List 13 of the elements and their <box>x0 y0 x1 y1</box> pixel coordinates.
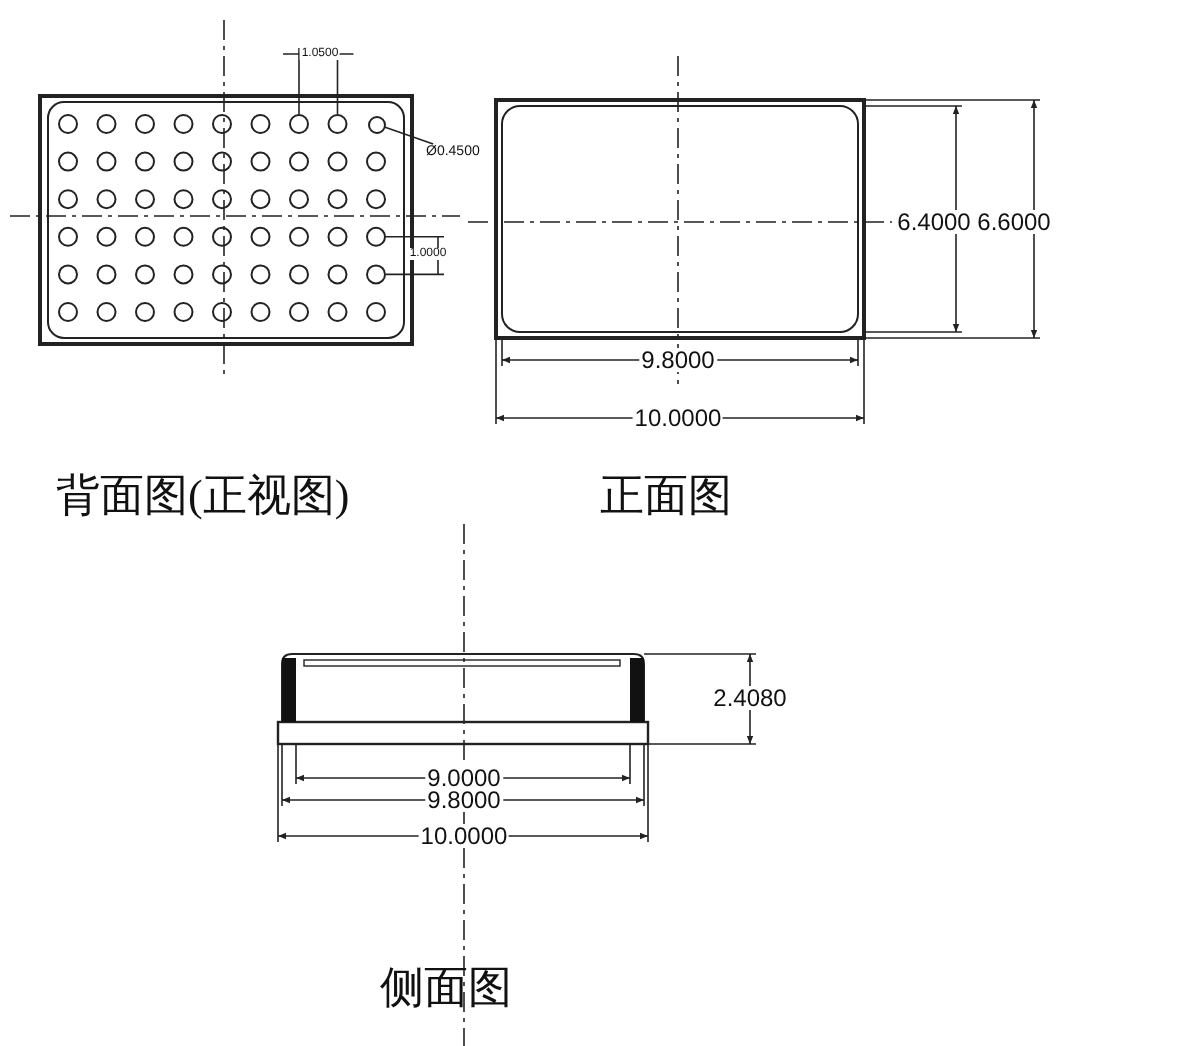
view-title: 正面图 <box>600 472 732 521</box>
dimension-value: 9.8000 <box>639 348 717 372</box>
dimension-value: 10.0000 <box>418 824 510 848</box>
dimension-value: 6.4000 <box>895 210 973 234</box>
dimension-value: 6.6000 <box>975 210 1053 234</box>
view-title: 侧面图 <box>380 964 512 1013</box>
dimension-value: 2.4080 <box>711 686 789 710</box>
dimension-value: 9.0000 <box>425 766 503 790</box>
leader-line <box>383 126 434 145</box>
view-title: 背面图(正视图) <box>56 472 350 521</box>
hole <box>367 115 385 133</box>
dimension-value: 9.8000 <box>425 788 503 812</box>
dimension-value: 10.0000 <box>632 406 724 430</box>
